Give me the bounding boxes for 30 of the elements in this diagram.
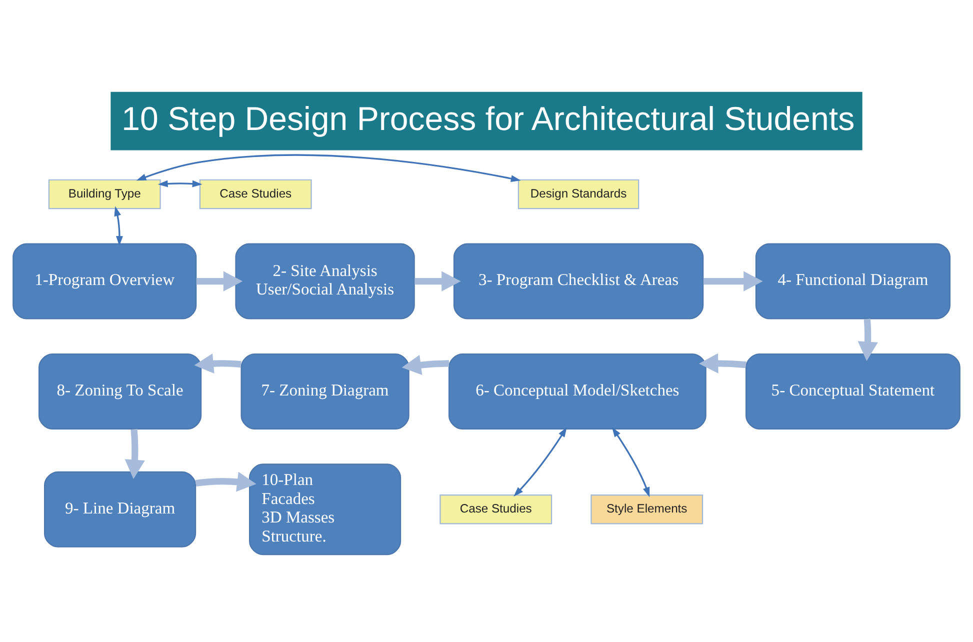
arrow bbox=[124, 428, 145, 480]
arrow bbox=[136, 154, 521, 182]
arrow bbox=[402, 354, 450, 375]
node-box: 7- Zoning Diagram bbox=[240, 353, 410, 430]
arrow bbox=[514, 427, 567, 497]
arrow bbox=[195, 472, 256, 492]
node-box: 6- Conceptual Model/Sketches bbox=[448, 353, 706, 430]
node-box: 9- Line Diagram bbox=[44, 471, 196, 548]
arrow bbox=[703, 271, 763, 292]
arrow bbox=[612, 427, 650, 498]
arrow bbox=[414, 271, 461, 292]
node-box: Style Elements bbox=[590, 494, 704, 524]
arrow bbox=[158, 180, 202, 188]
node-box: Design Standards bbox=[518, 179, 640, 210]
arrow bbox=[114, 206, 123, 246]
node-box: Building Type bbox=[48, 179, 161, 210]
arrow bbox=[194, 353, 242, 374]
node-box: 1-Program Overview bbox=[12, 243, 197, 320]
arrow bbox=[196, 271, 243, 292]
node-box: Case Studies bbox=[199, 179, 312, 210]
node-box: 3- Program Checklist & Areas bbox=[453, 243, 704, 320]
node-box: 2- Site Analysis User/Social Analysis bbox=[235, 243, 415, 320]
diagram-title: 10 Step Design Process for Architectural Students bbox=[122, 100, 855, 138]
node-box: 10-Plan Facades 3D Masses Structure. bbox=[248, 464, 402, 556]
node-box: 8- Zoning To Scale bbox=[38, 353, 202, 430]
arrow bbox=[698, 353, 746, 374]
node-box: 5- Conceptual Statement bbox=[746, 353, 960, 430]
node-box: Case Studies bbox=[440, 494, 552, 524]
node-box: 4- Functional Diagram bbox=[755, 243, 950, 320]
arrow bbox=[858, 318, 878, 361]
